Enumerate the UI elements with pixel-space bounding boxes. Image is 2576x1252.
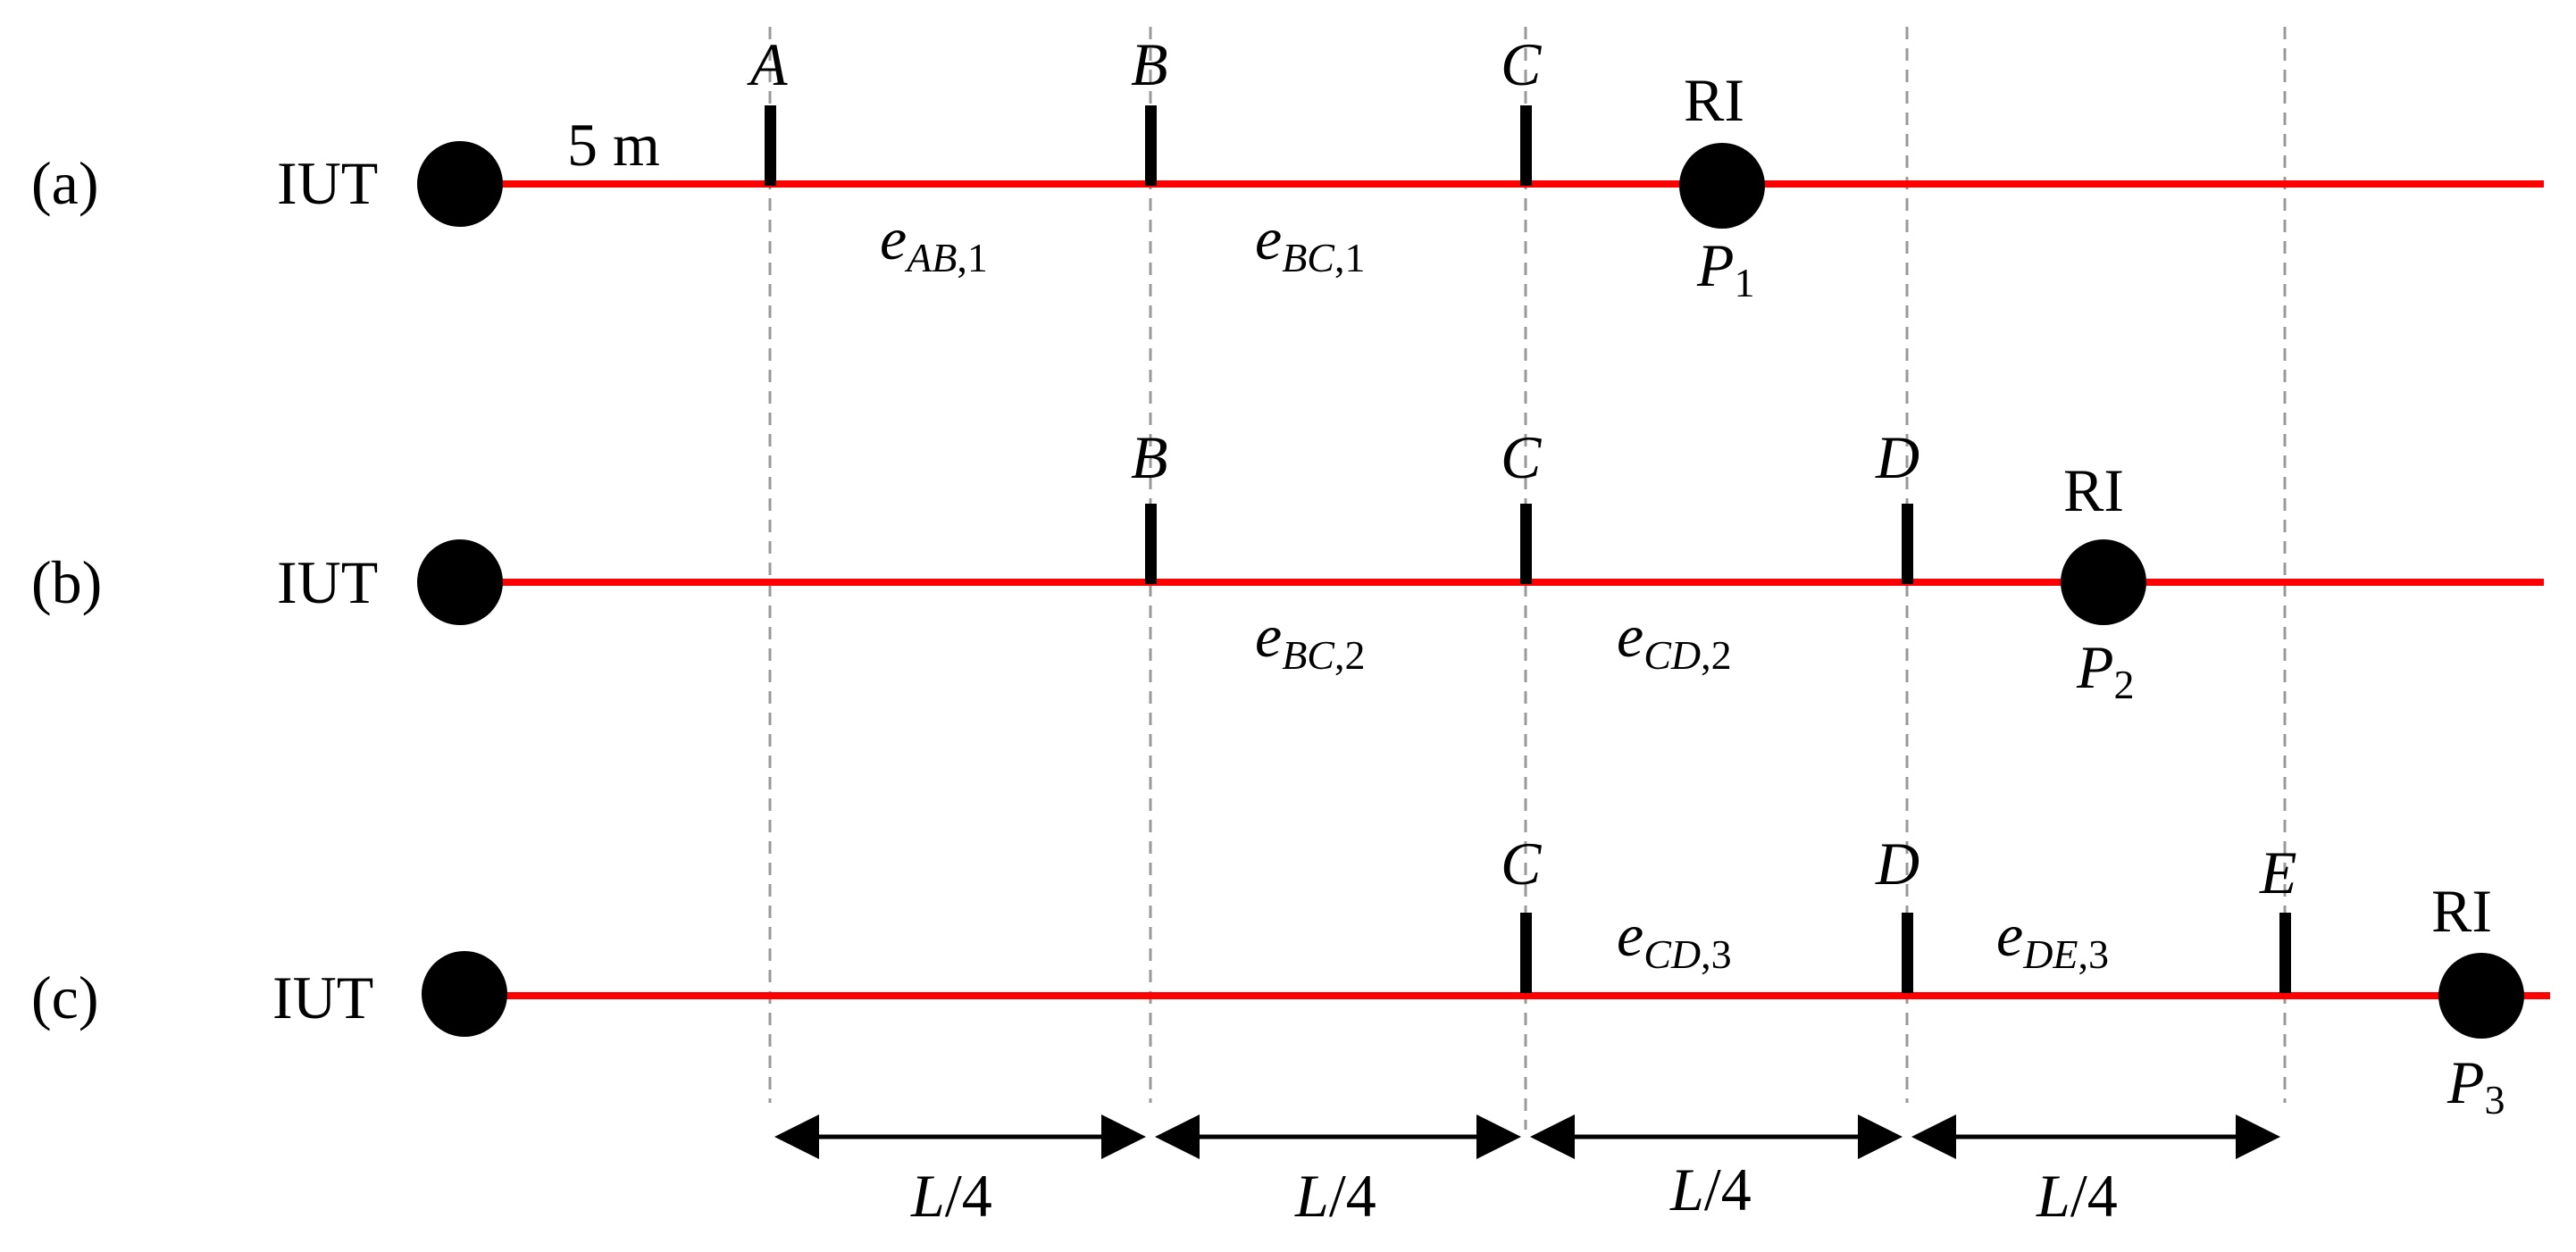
segment-label-bc: eBC,1 <box>1255 204 1365 280</box>
point-marker-c <box>1520 913 1532 993</box>
ri-node <box>2438 953 2524 1039</box>
iut-node <box>422 951 507 1037</box>
row-c: (c) IUT C D E eCD,3 eDE,3 RI P3 <box>31 830 2550 1123</box>
ri-label: RI <box>2431 877 2492 945</box>
row-b: (b) IUT B C D eBC,2 eCD,2 RI P2 <box>31 423 2544 707</box>
dimension-label: L/4 <box>910 1162 992 1230</box>
segment-label-de: eDE,3 <box>1996 901 2109 977</box>
point-label-e: E <box>2259 839 2297 906</box>
point-marker-b <box>1145 504 1157 584</box>
iut-node <box>417 539 503 625</box>
panel-label: (a) <box>31 149 98 217</box>
ri-label: RI <box>2063 456 2124 524</box>
point-label-c: C <box>1501 423 1542 491</box>
position-label: P2 <box>2076 633 2135 707</box>
dimension-label: L/4 <box>2036 1162 2118 1230</box>
dimension-label: L/4 <box>1669 1156 1752 1223</box>
point-marker-d <box>1902 504 1913 584</box>
dimension-labels: L/4 L/4 L/4 L/4 <box>910 1156 2118 1230</box>
ri-node <box>2061 539 2146 625</box>
ri-node <box>1679 143 1765 229</box>
point-marker-e <box>2279 913 2291 993</box>
point-marker-c <box>1520 105 1532 186</box>
point-marker-d <box>1902 913 1913 993</box>
point-label-c: C <box>1501 30 1542 98</box>
point-marker-a <box>765 105 776 186</box>
iut-label: IUT <box>277 149 378 217</box>
point-label-d: D <box>1875 830 1919 897</box>
dimension-label: L/4 <box>1294 1162 1376 1230</box>
iut-label: IUT <box>272 964 373 1031</box>
panel-label: (c) <box>31 964 98 1031</box>
point-marker-c <box>1520 504 1532 584</box>
position-label: P3 <box>2446 1048 2505 1123</box>
point-label-a: A <box>747 30 788 98</box>
segment-label-bc: eBC,2 <box>1255 602 1365 678</box>
point-label-c: C <box>1501 830 1542 897</box>
position-label: P1 <box>1696 231 1755 305</box>
point-label-b: B <box>1131 30 1168 98</box>
segment-label-cd: eCD,2 <box>1617 602 1732 678</box>
segment-label-cd: eCD,3 <box>1617 901 1732 977</box>
point-label-b: B <box>1131 423 1168 491</box>
segment-label-ab: eAB,1 <box>880 204 988 280</box>
point-marker-b <box>1145 105 1157 186</box>
point-label-d: D <box>1875 423 1919 491</box>
panel-label: (b) <box>31 548 102 616</box>
distance-label: 5 m <box>567 111 660 179</box>
iut-label: IUT <box>277 548 378 616</box>
ri-label: RI <box>1684 66 1744 134</box>
iut-node <box>417 141 503 227</box>
row-a: (a) IUT 5 m A B C eAB,1 eBC,1 RI P1 <box>31 30 2544 305</box>
